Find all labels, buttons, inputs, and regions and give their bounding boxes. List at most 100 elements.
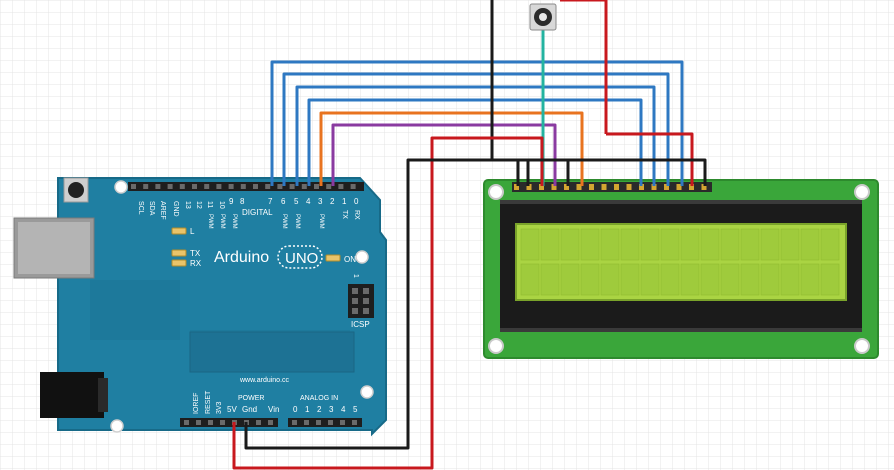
- digital-pin-hole: [216, 184, 222, 189]
- digital-pin-hole: [253, 184, 258, 189]
- lcd-character-cell: [600, 228, 620, 261]
- digital-header: [128, 182, 364, 191]
- wire-d6: [282, 72, 670, 186]
- microcontroller-chip: [189, 331, 355, 373]
- lcd-character-cell: [620, 228, 640, 261]
- pin-label-13: 13: [184, 201, 191, 209]
- digital-pin-hole: [240, 184, 246, 189]
- lcd-pin: [701, 184, 707, 190]
- pin-label-gnd: GND: [172, 201, 179, 217]
- lcd-pin: [514, 184, 519, 190]
- wire-d7: [270, 60, 684, 186]
- analog-pin-hole: [316, 420, 321, 425]
- digital-pin-holes: [131, 184, 356, 189]
- pin-label-2: 2: [330, 197, 335, 206]
- led-rx-label: RX: [190, 259, 202, 268]
- lcd-bezel-highlight: [500, 328, 862, 332]
- wire-pot-vcc: [560, 0, 608, 134]
- pin-label-5v: 5V: [227, 405, 237, 414]
- board-trace: [90, 280, 180, 340]
- board-mount-hole: [360, 385, 374, 399]
- lcd-mount-hole: [488, 184, 504, 200]
- lcd-character-cell: [640, 228, 660, 261]
- wire-gnd: [244, 158, 520, 450]
- lcd-pin: [614, 184, 619, 190]
- board-mount-hole: [355, 250, 369, 264]
- digital-pin-hole: [314, 184, 319, 189]
- board-mount-hole: [110, 419, 124, 433]
- led-tx-label: TX: [190, 249, 201, 258]
- wire-5v: [232, 136, 544, 470]
- pin-label-5: 5: [294, 197, 299, 206]
- lcd-pin: [539, 184, 544, 190]
- pin-label-a0: 0: [293, 405, 298, 414]
- lcd-header: [512, 182, 712, 192]
- analog-header-label: ANALOG IN: [300, 395, 338, 402]
- lcd-character-cell: [680, 228, 700, 261]
- pin-label-9: 9: [229, 197, 234, 206]
- pin-label-a4: 4: [341, 405, 346, 414]
- pwm-label-11: PWM: [207, 214, 213, 229]
- lcd-character-cell: [700, 263, 720, 296]
- lcd-pin: [676, 184, 682, 190]
- digital-pin-hole: [326, 184, 332, 189]
- digital-pin-hole: [143, 184, 149, 189]
- lcd-character-cell: [760, 228, 780, 261]
- lcd-character-cell: [660, 263, 680, 296]
- led-l: [171, 227, 187, 235]
- digital-pin-hole: [301, 184, 307, 189]
- wire-gnd-backlight: [518, 158, 707, 186]
- lcd-character-cell: [820, 228, 840, 261]
- digital-pin-hole: [204, 184, 210, 189]
- lcd-pin: [576, 184, 582, 190]
- pin-label-tx: TX: [341, 210, 348, 219]
- pin-label-rx: RX: [353, 210, 360, 220]
- lcd-character-cell: [780, 228, 800, 261]
- icsp-pin-hole: [363, 298, 369, 304]
- led-rx: [171, 259, 187, 267]
- pin-label-reset: RESET: [205, 390, 212, 414]
- lcd-character-cell: [520, 263, 540, 296]
- pin-label-a3: 3: [329, 405, 334, 414]
- reset-button-icon: [63, 177, 89, 203]
- analog-pin-hole: [304, 420, 309, 425]
- wire-d2-rs: [331, 123, 557, 186]
- pin-label-12: 12: [195, 201, 202, 209]
- wire-d4: [307, 98, 643, 186]
- digital-pin-hole: [338, 184, 344, 189]
- icsp-pin-holes: [352, 288, 369, 314]
- lcd-character-cell: [740, 228, 760, 261]
- lcd-character-cell: [620, 263, 640, 296]
- wire-d5: [295, 85, 656, 186]
- lcd-character-cell: [720, 228, 740, 261]
- pin-label-3: 3: [318, 197, 323, 206]
- digital-pin-hole: [131, 184, 136, 189]
- pwm-label-5: PWM: [294, 214, 300, 229]
- lcd-pin: [564, 184, 569, 190]
- led-on: [325, 254, 341, 262]
- lcd-pin: [689, 184, 694, 190]
- pwm-label-10: PWM: [219, 214, 225, 229]
- power-pin-hole: [268, 420, 273, 425]
- icsp-pin-hole: [352, 308, 358, 314]
- pin-label-1: 1: [342, 197, 347, 206]
- pin-label-a5: 5: [353, 405, 358, 414]
- board-name: Arduino: [214, 249, 269, 266]
- icsp-pin-hole: [352, 288, 358, 294]
- pin-label-11: 11: [206, 201, 213, 208]
- board-mount-hole: [114, 180, 128, 194]
- lcd-pin: [526, 184, 532, 190]
- lcd-pin: [626, 184, 632, 190]
- icsp-label: ICSP: [351, 320, 370, 329]
- wire-5v-backlight: [606, 132, 694, 186]
- dc-jack-icon: [40, 372, 108, 418]
- power-pin-hole: [256, 420, 261, 425]
- lcd-pin: [639, 184, 644, 190]
- pin-label-aref: AREF: [159, 201, 166, 220]
- lcd-character-cells: [520, 228, 840, 296]
- lcd-character-cell: [760, 263, 780, 296]
- lcd-character-cell: [800, 228, 820, 261]
- icsp-pin-hole: [363, 308, 369, 314]
- potentiometer-icon: [529, 3, 557, 31]
